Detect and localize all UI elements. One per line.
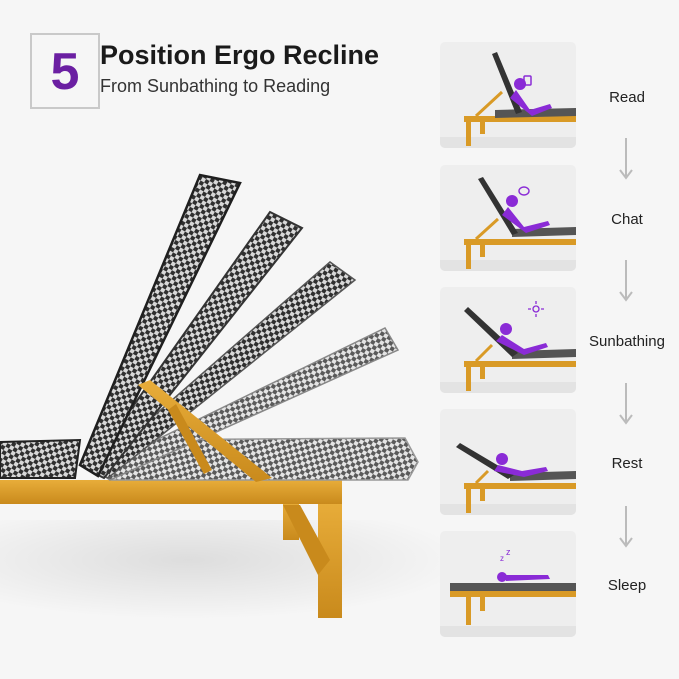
ratchet-bar (168, 404, 212, 474)
feature-title: Position Ergo Recline (100, 40, 380, 70)
position-card-sunbathing (440, 287, 576, 393)
backrest-support-arm (138, 380, 272, 482)
svg-text:z: z (500, 554, 504, 563)
chat-position-icon (440, 177, 576, 271)
position-label-read: Read (609, 89, 645, 106)
svg-text:z: z (506, 547, 511, 557)
position-label-rest: Rest (611, 455, 643, 472)
rest-position-icon (440, 443, 576, 515)
position-count-number: 5 (50, 43, 80, 101)
backrest-position-1 (78, 173, 242, 478)
position-card-chat (440, 165, 576, 271)
feature-subtitle: From Sunbathing to Reading (100, 76, 331, 96)
read-position-icon (440, 52, 576, 148)
position-label-sunbathing: Sunbathing (589, 333, 665, 350)
chair-seat-cushion (0, 438, 82, 479)
position-count-badge: 5 (30, 33, 100, 109)
arrow-down-icon (619, 138, 633, 180)
position-card-read (440, 42, 576, 148)
position-label-sleep: Sleep (607, 577, 647, 594)
sleep-position-icon: z z (440, 547, 576, 637)
arrow-down-icon (619, 506, 633, 548)
chair-frame-rail (0, 480, 342, 504)
arrow-down-icon (619, 383, 633, 425)
position-label-chat: Chat (611, 211, 643, 228)
chaise-lounge-illustration (0, 173, 419, 618)
sunbathing-position-icon (440, 301, 576, 393)
chair-leg-brace (283, 505, 330, 575)
position-card-sleep: z z (440, 531, 576, 637)
arrow-down-icon (619, 260, 633, 302)
floor-shadow (0, 520, 470, 620)
position-card-rest (440, 409, 576, 515)
